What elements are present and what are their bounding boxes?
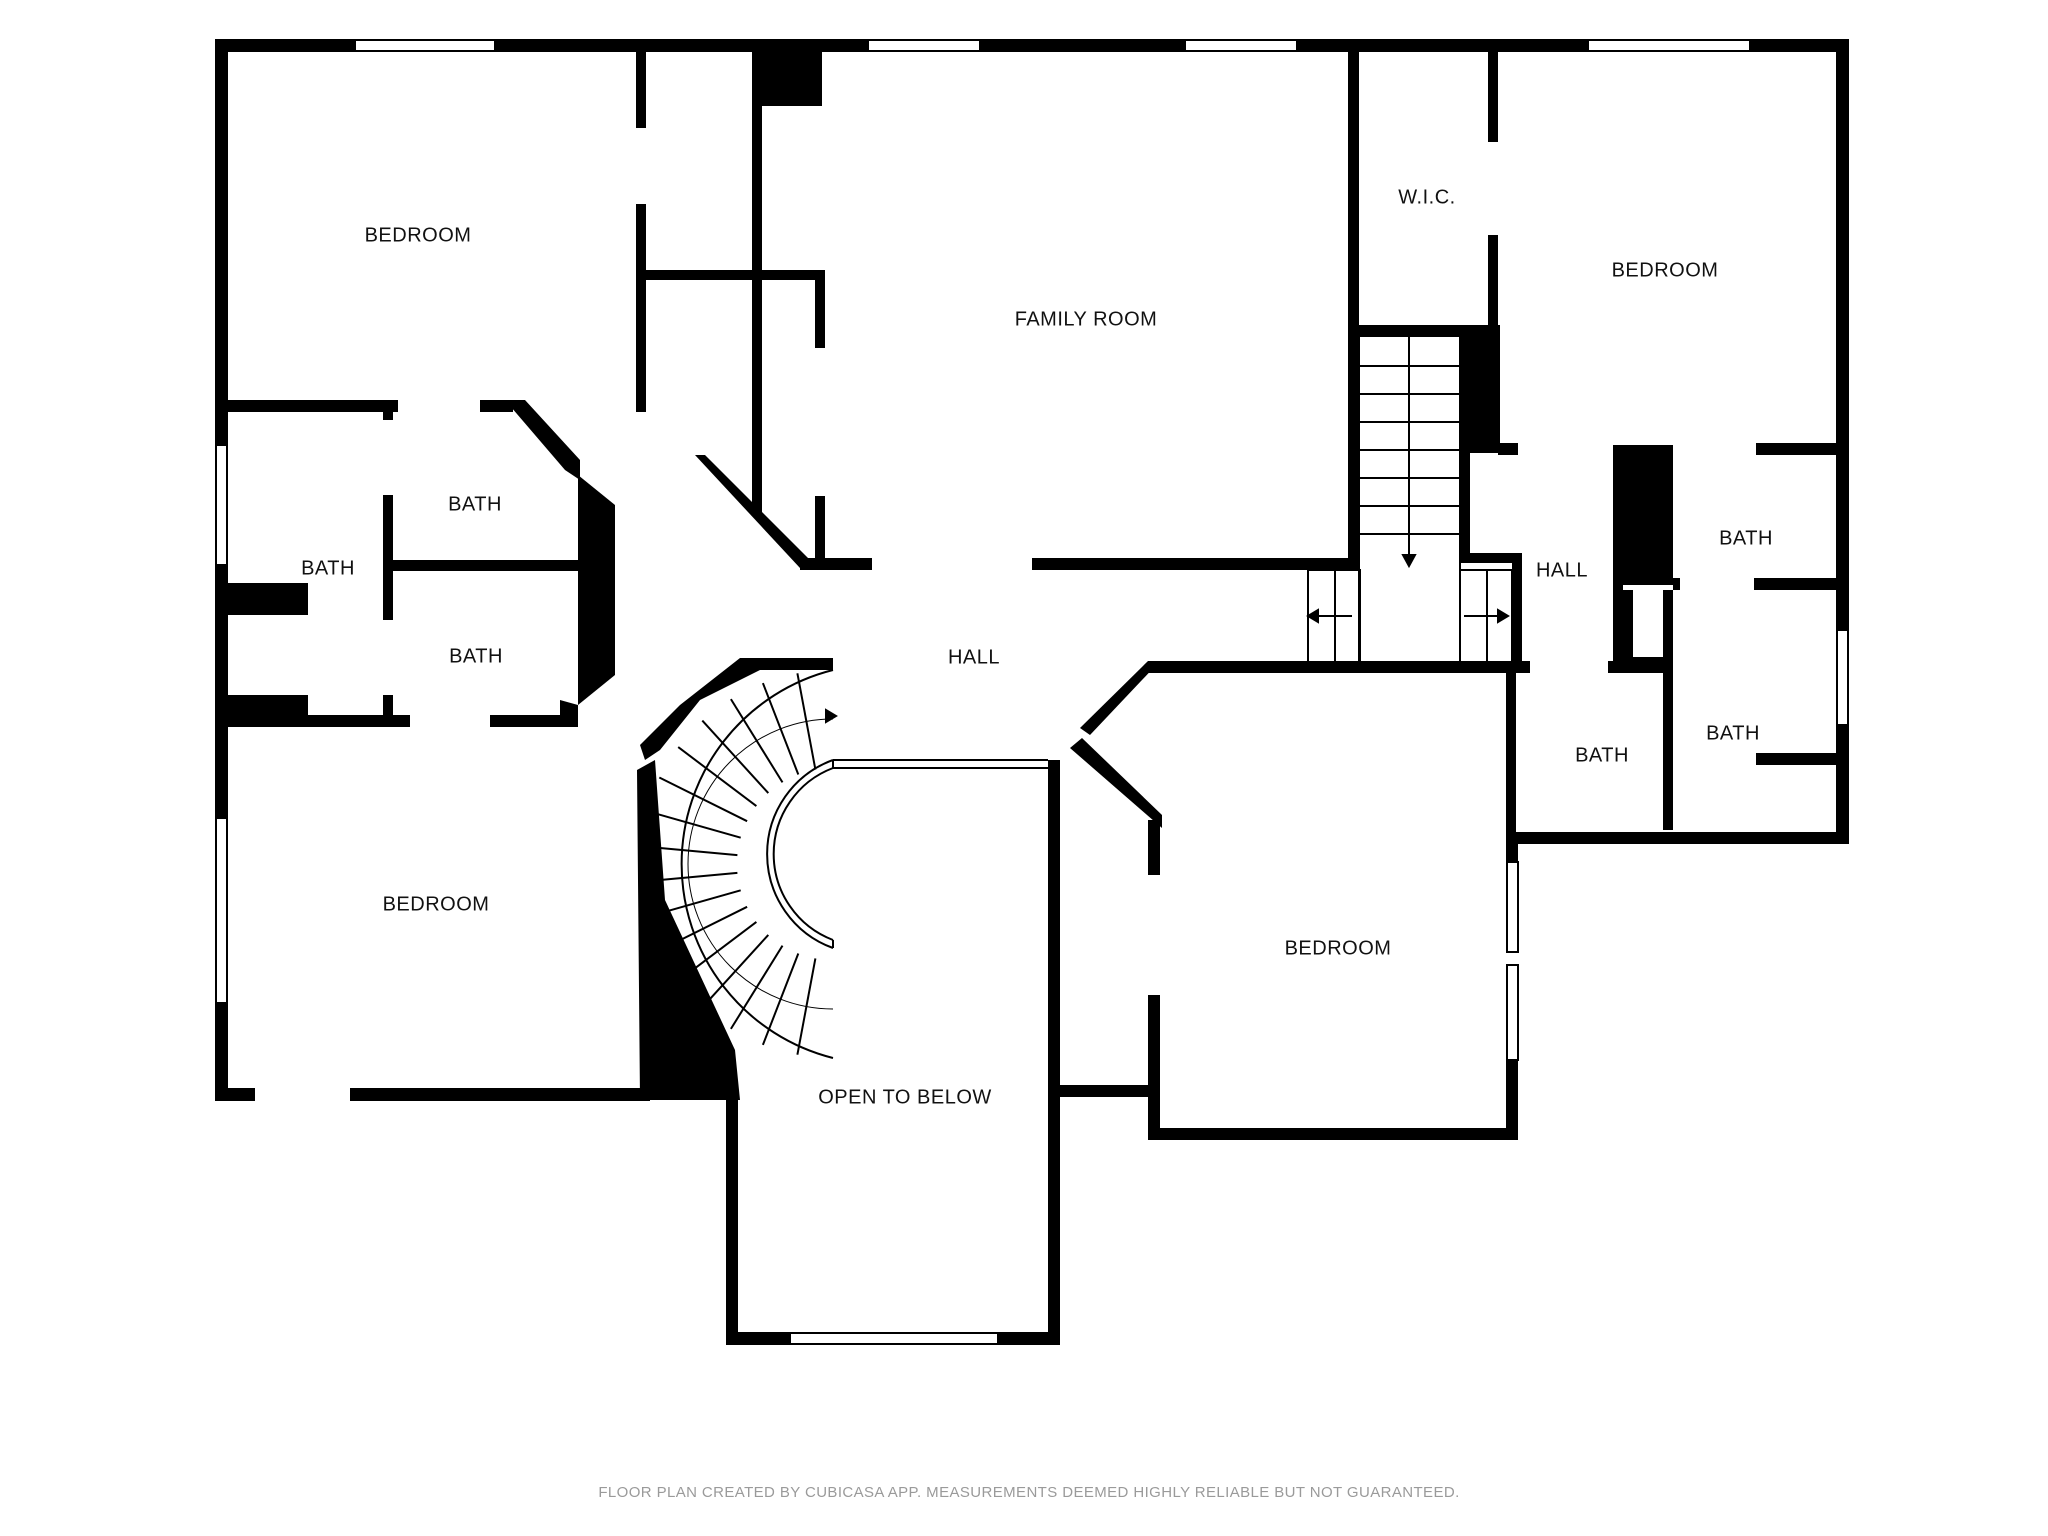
stair-walkline	[687, 718, 834, 1010]
windows	[215, 39, 1849, 1345]
room-label-bath-right-low: BATH	[1575, 744, 1629, 766]
room-label-bedroom-ne: BEDROOM	[1612, 259, 1719, 281]
straight-stairs	[1306, 335, 1513, 663]
room-label-hall-right: HALL	[1536, 559, 1588, 581]
room-label-bath-left: BATH	[301, 557, 355, 579]
room-label-bedroom-se: BEDROOM	[1285, 937, 1392, 959]
footer-note: FLOOR PLAN CREATED BY CUBICASA APP. MEAS…	[598, 1484, 1459, 1501]
room-label-bath-upper: BATH	[448, 493, 502, 515]
room-label-bedroom-sw: BEDROOM	[383, 893, 490, 915]
door-openings	[255, 128, 1754, 1102]
room-label-wic: W.I.C.	[1398, 186, 1455, 208]
room-label-bath-lower: BATH	[449, 645, 503, 667]
room-label-bath-right-mid: BATH	[1706, 722, 1760, 744]
curved-stairs	[639, 669, 838, 1059]
room-label-bedroom-nw: BEDROOM	[365, 224, 472, 246]
open-to-below-edge	[833, 759, 1052, 769]
room-label-family-room: FAMILY ROOM	[1015, 308, 1158, 330]
room-label-open-to-below: OPEN TO BELOW	[818, 1086, 992, 1108]
room-label-bath-right-top: BATH	[1719, 527, 1773, 549]
room-labels: BEDROOM FAMILY ROOM W.I.C. BEDROOM BATH …	[301, 186, 1773, 1108]
room-label-hall-center: HALL	[948, 646, 1000, 668]
